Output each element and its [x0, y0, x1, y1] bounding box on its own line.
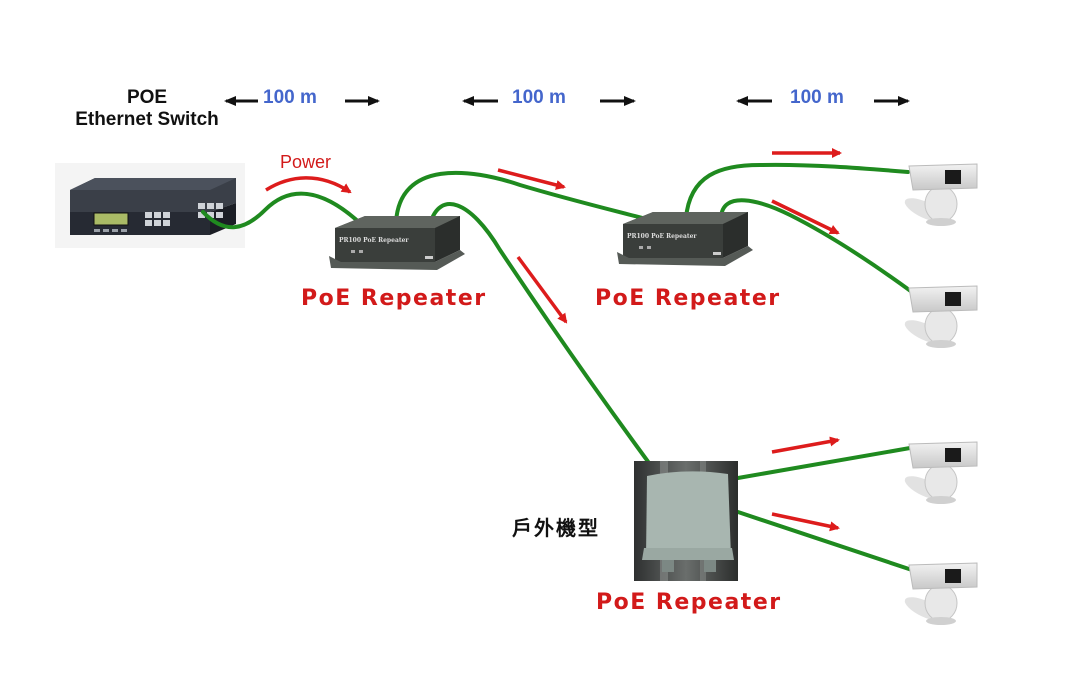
- repeater-model-text-1: PR100 PoE Repeater: [339, 237, 409, 244]
- camera-3: [904, 441, 978, 504]
- camera-1: [904, 163, 978, 226]
- repeater-label-1: PoE Repeater: [301, 286, 487, 311]
- power-label: Power: [280, 152, 332, 172]
- cable-repeater1-to-repeater2: [394, 170, 652, 224]
- power-arrow-6: [771, 436, 840, 454]
- power-arrow-3: [516, 255, 568, 324]
- cable-repeater1-to-outdoor: [428, 202, 654, 469]
- cable-outdoor-to-camera3: [736, 446, 912, 480]
- distance-label-3: 100 m: [790, 87, 844, 108]
- power-arrows: [265, 148, 842, 532]
- power-arrow-1: [265, 176, 352, 194]
- power-arrow-7: [771, 512, 840, 532]
- cable-switch-to-repeater1: [201, 191, 364, 230]
- repeater-model-text-2: PR100 PoE Repeater: [627, 233, 697, 240]
- switch-title: POE Ethernet Switch: [62, 87, 232, 131]
- repeater-label-outdoor: PoE Repeater: [596, 590, 782, 615]
- repeater-device-outdoor: [634, 461, 738, 581]
- repeater-device-1: PR100 PoE Repeater: [329, 216, 465, 270]
- cables: [201, 162, 914, 572]
- power-arrow-5: [771, 199, 840, 235]
- cable-repeater2-to-camera2: [719, 198, 914, 294]
- camera-2: [904, 285, 978, 348]
- cable-outdoor-to-camera4: [736, 510, 914, 572]
- cable-repeater2-to-camera1: [684, 162, 910, 220]
- distance-label-2: 100 m: [512, 87, 566, 108]
- switch-title-line1: POE: [126, 87, 168, 108]
- poe-switch: [55, 163, 245, 248]
- power-arrow-2: [497, 168, 566, 190]
- repeater-label-2: PoE Repeater: [595, 286, 781, 311]
- camera-4: [904, 562, 978, 625]
- switch-title-line2: Ethernet Switch: [75, 109, 219, 130]
- cameras: [904, 163, 978, 625]
- distance-label-1: 100 m: [263, 87, 317, 108]
- repeater-device-2: PR100 PoE Repeater: [617, 212, 753, 266]
- outdoor-model-label: 戶外機型: [512, 516, 600, 540]
